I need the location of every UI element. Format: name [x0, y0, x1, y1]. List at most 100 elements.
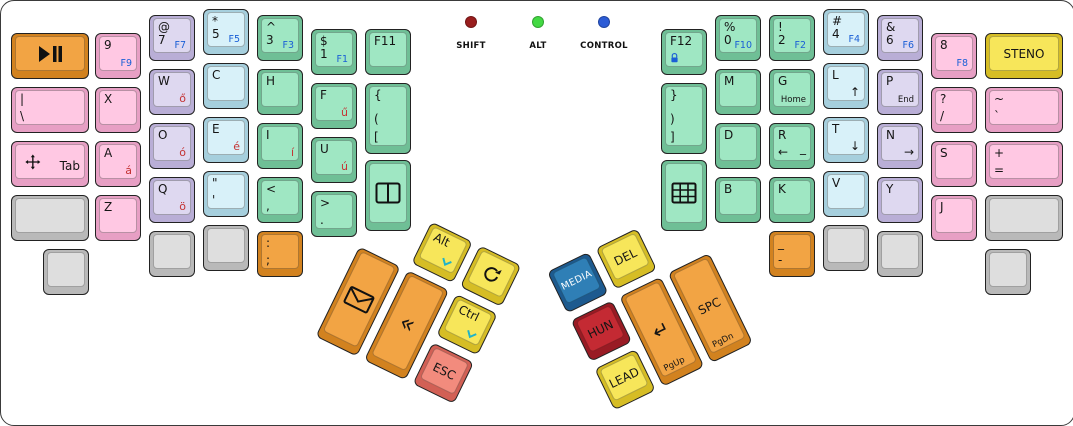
- key-legend: <: [266, 182, 277, 196]
- key-mail[interactable]: [315, 246, 401, 357]
- key-legend: $: [320, 34, 328, 48]
- key-split-window[interactable]: [365, 160, 411, 231]
- key-tilde-backtick[interactable]: ~`: [985, 87, 1063, 133]
- key-alt[interactable]: Alt: [411, 221, 473, 284]
- keycap-top: })]: [665, 86, 703, 146]
- key-blank-left-bottom-3[interactable]: [203, 225, 249, 271]
- key-plus-equals[interactable]: +=: [985, 141, 1063, 187]
- key-play-pause[interactable]: [11, 33, 89, 79]
- key-legend: S: [940, 146, 948, 160]
- key-grid[interactable]: [661, 160, 707, 231]
- key-tab-move[interactable]: Tab: [11, 141, 89, 187]
- key-blank-right-outer[interactable]: [985, 195, 1063, 241]
- key-blank-right-bottom-3[interactable]: [823, 225, 869, 271]
- key-blank-left-bottom-outer[interactable]: [43, 249, 89, 295]
- key-legend: 4: [832, 26, 840, 41]
- key-colon-semicolon[interactable]: :;: [257, 231, 303, 277]
- key-l[interactable]: L↑: [823, 63, 869, 109]
- key-underscore-hyphen[interactable]: _-: [769, 231, 815, 277]
- key-pipe-backslash[interactable]: |\: [11, 87, 89, 133]
- key-d[interactable]: D: [715, 123, 761, 169]
- key-quote-apostrophe[interactable]: "': [203, 171, 249, 217]
- key-blank-left-bottom-2[interactable]: [149, 231, 195, 277]
- key-blank-left-outer[interactable]: [11, 195, 89, 241]
- key-b[interactable]: B: [715, 177, 761, 223]
- key-steno[interactable]: STENO: [985, 33, 1063, 79]
- key-h[interactable]: H: [257, 69, 303, 115]
- key-legend: M: [724, 74, 735, 88]
- key-x[interactable]: X: [95, 87, 141, 133]
- key-legend: G: [778, 74, 788, 88]
- key-legend: 8: [940, 38, 948, 52]
- key-media[interactable]: MEDIA: [547, 251, 609, 314]
- keycap-top: HUN: [575, 304, 626, 353]
- key-k[interactable]: K: [769, 177, 815, 223]
- key-legend: á: [125, 164, 132, 177]
- key-close-brackets[interactable]: })]: [661, 83, 707, 154]
- key-legend: \: [20, 109, 25, 123]
- key-ctrl[interactable]: Ctrl: [436, 293, 498, 356]
- key-question-slash[interactable]: ?/: [931, 87, 977, 133]
- keycap-top: [15, 36, 85, 71]
- keycap-top: [665, 163, 703, 223]
- key-greater-period[interactable]: >.: [311, 191, 357, 237]
- key-legend: F12: [670, 34, 693, 48]
- keycap-top: Y: [881, 180, 919, 215]
- key-y[interactable]: Y: [877, 177, 923, 223]
- key-esc[interactable]: ESC: [412, 342, 475, 404]
- key-legend: >: [320, 196, 331, 210]
- key-blank-right-bottom-2[interactable]: [877, 231, 923, 277]
- key-m[interactable]: M: [715, 69, 761, 115]
- key-legend: F3: [282, 39, 294, 51]
- key-n[interactable]: N→: [877, 123, 923, 169]
- key-redo[interactable]: [459, 245, 522, 307]
- key-legend: ;: [266, 253, 271, 267]
- key-f12[interactable]: F12: [661, 29, 707, 75]
- key-less-comma[interactable]: <,: [257, 177, 303, 223]
- key-blank-right-bottom-outer[interactable]: [985, 249, 1031, 295]
- key-legend: J: [940, 200, 944, 214]
- key-legend: P: [886, 74, 894, 88]
- key-open-brackets[interactable]: {([: [365, 83, 411, 154]
- key-z[interactable]: Z: [95, 195, 141, 241]
- keycap-top: J: [935, 198, 973, 233]
- keycap-top: ?/: [935, 90, 973, 125]
- key-v[interactable]: V: [823, 171, 869, 217]
- key-t[interactable]: T↓: [823, 117, 869, 163]
- indicator-label-shift: SHIFT: [456, 41, 486, 51]
- key-legend: STENO: [1003, 46, 1045, 61]
- split-window-icon: [375, 182, 401, 204]
- key-legend: R: [778, 128, 787, 142]
- key-del[interactable]: DEL: [595, 228, 658, 290]
- key-r[interactable]: R_←: [769, 123, 815, 169]
- key-hun[interactable]: HUN: [570, 300, 633, 362]
- key-s[interactable]: S: [931, 141, 977, 187]
- key-c[interactable]: C: [203, 63, 249, 109]
- key-j[interactable]: J: [931, 195, 977, 241]
- key-f11[interactable]: F11: [365, 29, 411, 75]
- key-lead[interactable]: LEAD: [594, 348, 656, 411]
